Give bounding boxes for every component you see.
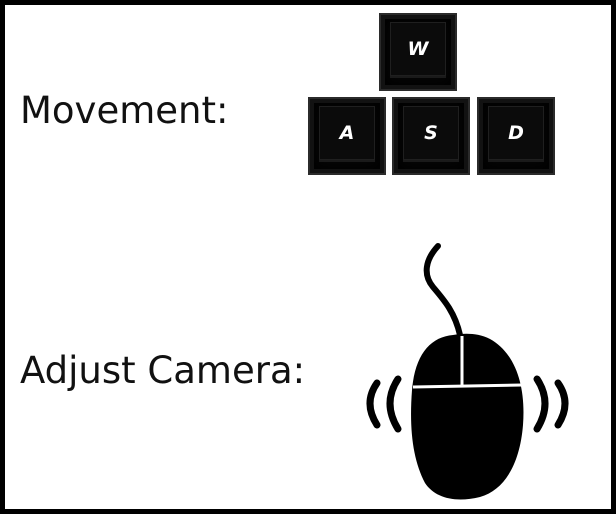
mouse-cable	[423, 243, 463, 338]
key-s-letter: S	[403, 106, 459, 160]
key-a-letter: A	[319, 106, 375, 160]
key-d: D	[477, 97, 555, 175]
key-d-letter: D	[488, 106, 544, 160]
adjust-camera-label: Adjust Camera:	[20, 349, 306, 392]
movement-label: Movement:	[20, 89, 229, 132]
mouse-motion-icon	[366, 375, 569, 433]
mouse-icon	[366, 243, 569, 500]
mouse-body	[411, 333, 524, 500]
key-a: A	[308, 97, 386, 175]
key-s: S	[392, 97, 470, 175]
key-w-letter: W	[390, 22, 446, 76]
key-w: W	[379, 13, 457, 91]
mouse-button-line	[412, 383, 523, 389]
